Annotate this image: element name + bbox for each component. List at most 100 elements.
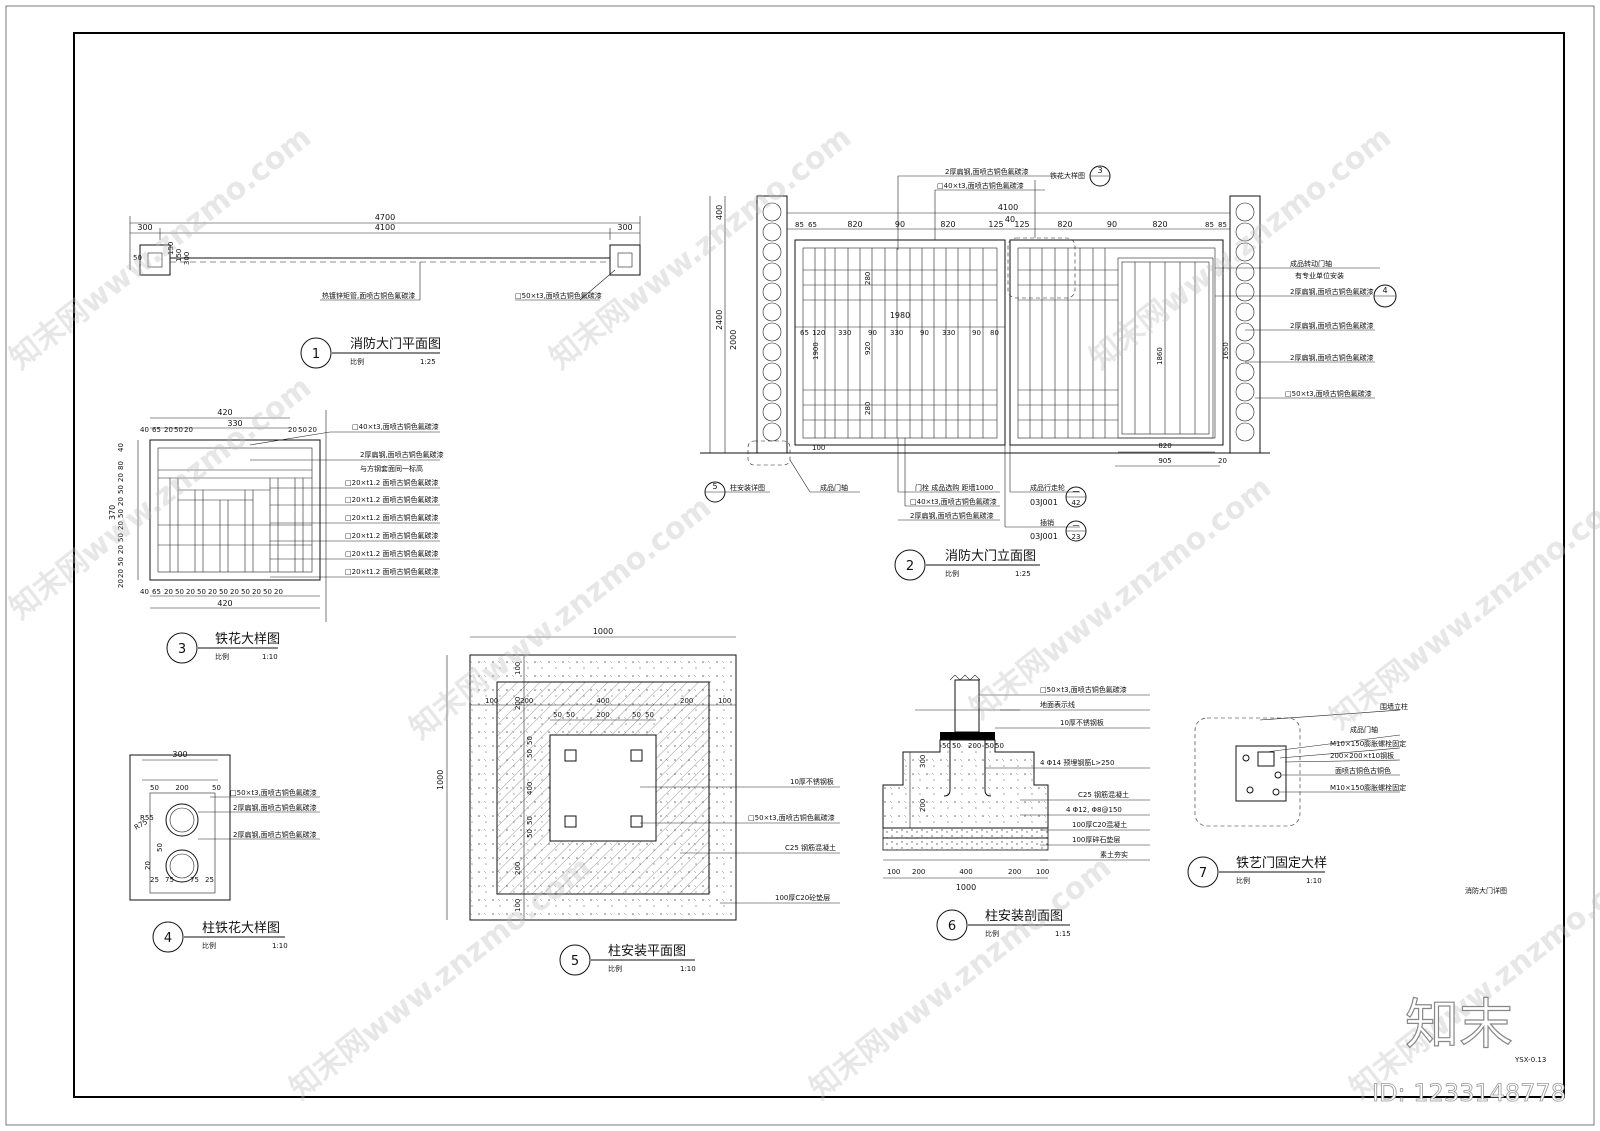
d6-title: 柱安装剖面图 [985, 909, 1063, 924]
d4-note-0: □50×t3,面喷古铜色氟碳漆 [230, 788, 317, 797]
d3-left-10: 20 [117, 569, 125, 578]
d2-note-bottom-4: 成品行走轮 [1030, 483, 1065, 492]
d3-dim-bottom2: 420 [217, 599, 232, 608]
d2-note-right-2: 2厚扁钢,面喷古铜色氟碳漆 [1290, 287, 1374, 296]
d3-dim-w: 420 [217, 408, 232, 417]
d6-top-4: 50 [995, 742, 1004, 750]
d5-title: 柱安装平面图 [608, 944, 686, 959]
d6-note-6: 100厚C20混凝土 [1072, 820, 1127, 829]
d1-dim-left: 300 [137, 223, 152, 232]
d6-note-8: 素土夯实 [1100, 850, 1128, 859]
d3-grid-bars [158, 469, 312, 572]
detail-1-plan: 4700 300 4100 300 150 150 300 50 热镀锌矩管,面… [129, 213, 641, 369]
d4-title: 柱铁花大样图 [202, 920, 280, 936]
d3-right-0: 20 [288, 426, 297, 434]
d3-note-4: □20×t1.2 面喷古铜色氟碳漆 [345, 495, 439, 504]
d6-notes: □50×t3,面喷古铜色氟碳漆 地面表示线 10厚不锈钢板 4 Φ14 预埋钢筋… [978, 685, 1150, 861]
d3-bottom-4: 20 [186, 588, 195, 596]
d4-ring-bottom [165, 849, 199, 883]
d2-notes-right: 成品转动门轴 有专业单位安装 2厚扁钢,面喷古铜色氟碳漆 4 2厚扁钢,面喷古铜… [1215, 259, 1397, 399]
d3-note-5: □20×t1.2 面喷古铜色氟碳漆 [345, 513, 439, 522]
d3-left-6: 20 [117, 521, 125, 530]
d2-ref2-a: 一 [1073, 522, 1080, 530]
d7-note-5: M10×150膨胀螺栓固定 [1330, 783, 1406, 792]
d3-bottom-8: 20 [230, 588, 239, 596]
d2-small-0: 85 [795, 221, 804, 229]
d3-frame [149, 439, 321, 581]
d2-small-3: 85 [1218, 221, 1227, 229]
d2-note-bottom-0: 成品门轴 [820, 483, 848, 492]
d2-seg-1: 90 [895, 220, 905, 229]
d6-bottom-4: 100 [1036, 868, 1049, 876]
d5-inner-2: 200 [596, 711, 609, 719]
d7-note-0: 围墙立柱 [1380, 702, 1408, 711]
d2-dim-h14: 100 [812, 444, 825, 452]
d5-scale-word: 比例 [608, 964, 622, 973]
d2-seg-3: 125 [988, 220, 1003, 229]
d5-top-1: 200 [520, 697, 533, 705]
d7-note-4: 面喷古铜色古铜色 [1335, 766, 1391, 775]
d4-dim-e: 50 [156, 843, 164, 852]
d6-total: 1000 [956, 883, 976, 892]
d5-note-2: C25 钢筋混凝土 [785, 843, 836, 852]
d3-note-6: □20×t1.2 面喷古铜色氟碳漆 [345, 531, 439, 540]
d2-note-bottom-3: 2厚扁钢,面喷古铜色氟碳漆 [910, 511, 994, 520]
d4-ring-top [165, 803, 199, 837]
d2-small-2: 85 [1205, 221, 1214, 229]
d2-callout-left-label: 柱安装详图 [730, 483, 765, 492]
d7-plate [1235, 745, 1287, 802]
d3-bottom-2: 20 [164, 588, 173, 596]
outer-border [5, 5, 1595, 1126]
d2-scale-word: 比例 [945, 569, 959, 578]
d5-inner-0: 50 [553, 711, 562, 719]
d5-num: 5 [571, 954, 579, 969]
d1-note-0: 热镀锌矩管,面喷古铜色氟碳漆 [322, 291, 415, 300]
d2-note-top-1: □40×t3,面喷古铜色氟碳漆 [937, 181, 1024, 190]
d5-left-8: 100 [514, 899, 522, 912]
detail-3-ironwork: 420 330 40 65 20 50 20 20 50 20 370 40 8… [108, 408, 444, 664]
d5-scale: 1:10 [680, 965, 696, 973]
d2-seg2-2: 330 [838, 329, 851, 337]
d5-inner-4: 50 [645, 711, 654, 719]
d5-left-6: 50 [526, 829, 534, 838]
d3-scale-word: 比例 [215, 652, 229, 661]
d3-bottom-9: 50 [241, 588, 250, 596]
d2-note-right-0: 成品转动门轴 [1290, 259, 1332, 268]
d7-title: 铁艺门固定大样 [1236, 856, 1327, 871]
d4-dim-c: 50 [212, 784, 221, 792]
d6-plate [940, 732, 995, 740]
d5-inner-1: 50 [566, 711, 575, 719]
d3-note-1: 2厚扁钢,面喷古铜色氟碳漆 [360, 450, 444, 459]
d2-dim-h11: 905 [1158, 457, 1171, 465]
detail-2-elevation: 400 2400 2000 4100 820 90 820 125 40 125… [700, 165, 1397, 581]
watermark-7: 知末网www.znzmo.com [283, 850, 598, 1107]
d2-seg2-5: 90 [920, 329, 929, 337]
d3-bottom-5: 50 [197, 588, 206, 596]
d2-dim-h8: 1980 [890, 311, 910, 320]
d1-scale: 1:25 [420, 358, 436, 366]
d3-left-9: 50 [117, 557, 125, 566]
d3-bottom-7: 50 [219, 588, 228, 596]
image-id: ID: 1233148778 [1372, 1079, 1566, 1107]
d1-title: 消防大门平面图 [350, 336, 441, 352]
d7-note-2: M10×150膨胀螺栓固定 [1330, 739, 1406, 748]
d2-seg-2: 820 [940, 220, 955, 229]
d2-note-right-1: 有专业单位安装 [1295, 271, 1344, 280]
d2-seg2-4: 330 [890, 329, 903, 337]
d3-bottom-10: 20 [252, 588, 261, 596]
d3-bottom-3: 50 [175, 588, 184, 596]
d3-left-1: 80 [117, 461, 125, 470]
d3-left-11: 20 [117, 579, 125, 588]
d3-right-2: 20 [308, 426, 317, 434]
d2-ref2-code: 03J001 [1030, 532, 1058, 541]
d2-seg2-8: 80 [990, 329, 999, 337]
d2-dim-h10: 1650 [1222, 342, 1230, 360]
d2-ref1-a: 一 [1073, 488, 1080, 496]
d5-top-2: 400 [596, 697, 609, 705]
brand-logo: 知末 [1405, 993, 1513, 1056]
d2-seg-0: 820 [847, 220, 862, 229]
d2-note-right-4: 2厚扁钢,面喷古铜色氟碳漆 [1290, 353, 1374, 362]
d2-seg-7: 90 [1107, 220, 1117, 229]
d2-callout-zone [1007, 237, 1076, 299]
detail-7-fixing: 围墙立柱 成品门轴 M10×150膨胀螺栓固定 200×200×t10钢板 面喷… [1187, 702, 1408, 888]
